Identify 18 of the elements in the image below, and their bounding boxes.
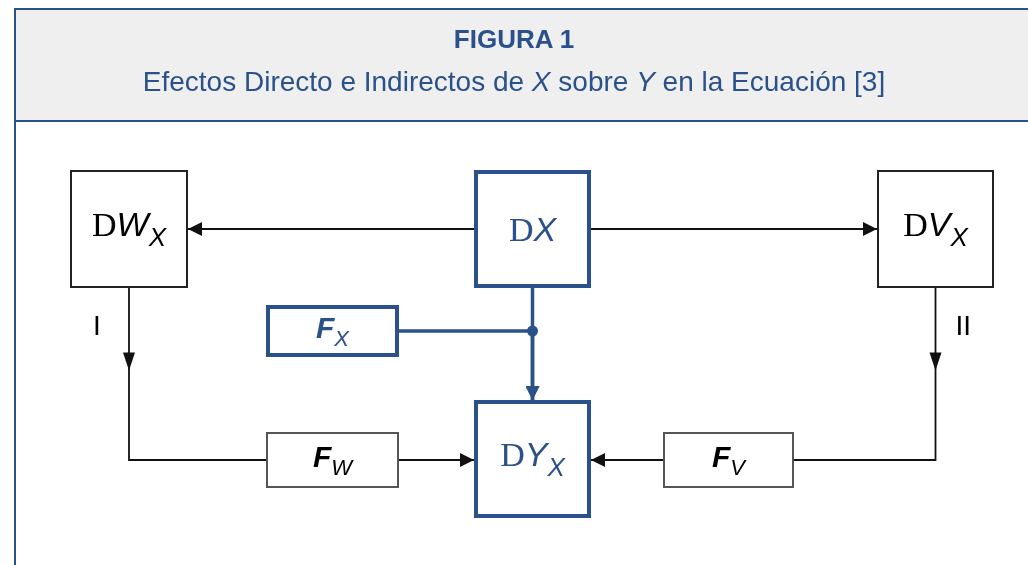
- variable-label: F$_{X}$: [316, 310, 349, 352]
- edge-label: II: [955, 310, 972, 342]
- figure-caption: Efectos Directo e Indirectos de X sobre Y en la Ecuación [3]: [141, 66, 887, 98]
- edge-label: I: [93, 310, 101, 342]
- variable-label: F$_{W}$: [312, 439, 353, 481]
- variable-label: DV$_{X}$: [903, 205, 968, 253]
- variable-box: [474, 170, 591, 288]
- variable-box: [70, 170, 188, 288]
- variable-label: DW$_{X}$: [92, 205, 166, 253]
- variable-label: F$_{V}$: [712, 439, 745, 481]
- factor-box: [266, 432, 399, 488]
- factor-box: [663, 432, 794, 488]
- variable-box: [474, 400, 591, 518]
- variable-box: [877, 170, 994, 288]
- variable-label: DY$_{X}$: [500, 435, 565, 483]
- figure-title: FIGURA 1: [452, 24, 576, 55]
- variable-label: DX: [508, 209, 557, 249]
- factor-box: [266, 305, 399, 357]
